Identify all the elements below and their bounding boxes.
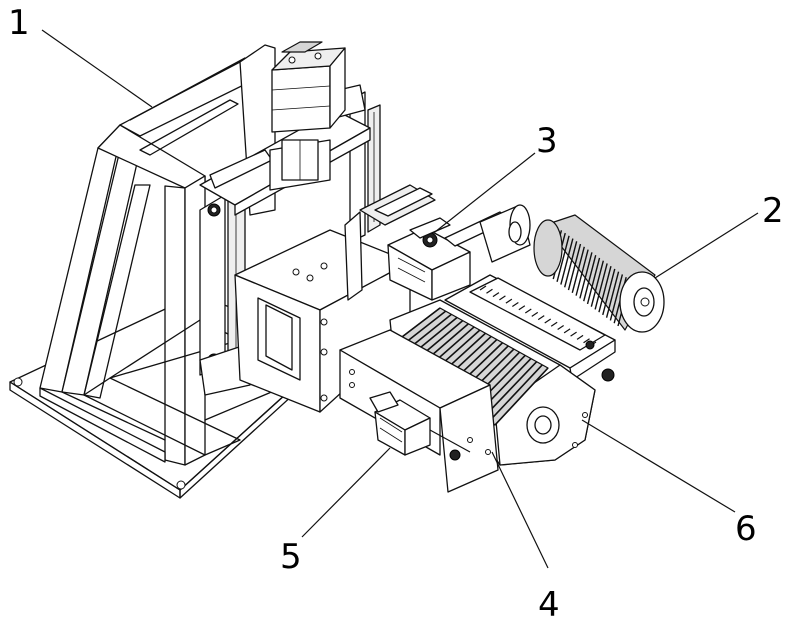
callout-2: 2: [762, 191, 784, 231]
callout-3: 3: [536, 121, 558, 161]
callout-1: 1: [8, 3, 30, 43]
callout-6: 6: [735, 509, 757, 549]
callout-4: 4: [538, 585, 560, 625]
callout-5: 5: [280, 537, 302, 577]
